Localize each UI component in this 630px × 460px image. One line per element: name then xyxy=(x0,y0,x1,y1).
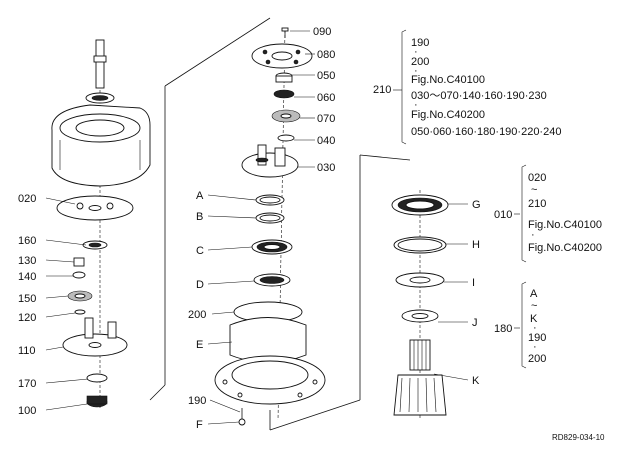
label-F: F xyxy=(196,419,203,431)
label-190: 190 xyxy=(188,395,206,407)
group-210-line: 050·060·160·180·190·220·240 xyxy=(411,126,561,138)
part-labels: 090 080 050 060 070 040 030 020 160 130 … xyxy=(18,26,481,431)
group-010-line: Fig.No.C40100 xyxy=(528,219,602,231)
group-180-line: A xyxy=(530,288,538,300)
group-180-line: ~ xyxy=(531,300,537,312)
group-210-line: Fig.No.C40100 xyxy=(411,74,485,86)
group-210-line: 190 xyxy=(411,37,429,49)
label-G: G xyxy=(472,199,481,211)
group-010-code: 010 xyxy=(494,209,512,221)
label-J: J xyxy=(472,317,478,329)
label-E: E xyxy=(196,339,203,351)
group-180-line: K xyxy=(530,313,538,325)
label-070: 070 xyxy=(317,113,335,125)
label-160: 160 xyxy=(18,235,36,247)
group-180-line: · xyxy=(533,341,537,353)
label-100: 100 xyxy=(18,405,36,417)
leader-lines xyxy=(45,30,469,425)
group-180: 180 A ~ K · 190 · 200 xyxy=(494,281,546,369)
label-150: 150 xyxy=(18,293,36,305)
label-H: H xyxy=(472,239,480,251)
center-assembly xyxy=(214,27,326,426)
group-210-code: 210 xyxy=(373,84,391,96)
frame-lines xyxy=(149,17,411,431)
label-080: 080 xyxy=(317,49,335,61)
group-210-line: · xyxy=(414,46,418,58)
label-130: 130 xyxy=(18,255,36,267)
label-I: I xyxy=(472,277,475,289)
label-D: D xyxy=(196,279,204,291)
group-010-line: Fig.No.C40200 xyxy=(528,242,602,254)
label-040: 040 xyxy=(317,135,335,147)
label-030: 030 xyxy=(317,162,335,174)
figure-code: RD829-034-10 xyxy=(552,433,605,442)
label-020: 020 xyxy=(18,193,36,205)
label-110: 110 xyxy=(18,345,36,357)
label-050: 050 xyxy=(317,70,335,82)
left-assembly xyxy=(51,39,151,410)
group-180-line: 190 xyxy=(528,332,546,344)
group-210-line: 200 xyxy=(411,56,429,68)
group-210-line: · xyxy=(414,99,418,111)
label-120: 120 xyxy=(18,312,36,324)
right-assembly xyxy=(391,190,449,420)
label-B: B xyxy=(196,211,203,223)
label-200: 200 xyxy=(188,309,206,321)
label-A: A xyxy=(196,190,204,202)
group-010-line: 210 xyxy=(528,198,546,210)
group-210: 210 190 · 200 · Fig.No.C40100 030～070·14… xyxy=(373,29,561,145)
group-180-line: · xyxy=(533,322,537,334)
group-010: 010 020 ~ 210 Fig.No.C40100 · Fig.No.C40… xyxy=(494,164,602,263)
label-090: 090 xyxy=(313,26,331,38)
label-C: C xyxy=(196,245,204,257)
group-010-line: ~ xyxy=(531,184,537,196)
group-180-line: 200 xyxy=(528,353,546,365)
group-210-line: Fig.No.C40200 xyxy=(411,109,485,121)
group-010-line: 020 xyxy=(528,172,546,184)
label-K: K xyxy=(472,375,480,387)
label-140: 140 xyxy=(18,271,36,283)
group-210-line: · xyxy=(414,65,418,77)
group-210-line: 030～070·140·160·190·230 xyxy=(411,90,547,102)
group-180-code: 180 xyxy=(494,323,512,335)
label-060: 060 xyxy=(317,92,335,104)
label-170: 170 xyxy=(18,378,36,390)
group-010-line: · xyxy=(531,229,535,241)
